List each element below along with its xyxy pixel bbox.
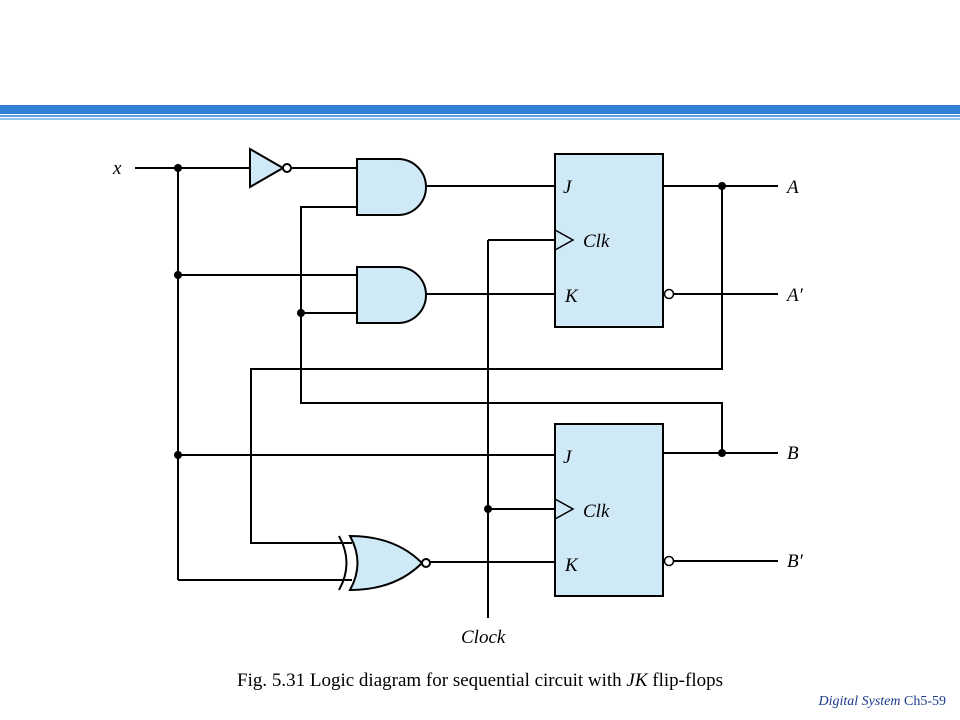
junction-b-and2 <box>297 309 305 317</box>
wire-b-feedback <box>300 206 723 453</box>
label-b: B <box>787 443 799 464</box>
label-x: x <box>112 158 122 179</box>
footer-course: Digital System <box>818 694 901 709</box>
label-ff-a-clk: Clk <box>583 231 610 252</box>
header-bar <box>0 105 960 114</box>
label-clock: Clock <box>461 627 506 648</box>
label-ff-a-k: K <box>564 286 579 307</box>
caption-suffix: flip-flops <box>647 670 723 691</box>
label-ff-a-j: J <box>563 177 573 198</box>
junction-x-2 <box>174 271 182 279</box>
jk-flipflop-b <box>554 423 675 597</box>
label-a: A <box>785 177 799 198</box>
label-ff-b-clk: Clk <box>583 501 610 522</box>
junction-clock <box>484 505 492 513</box>
inverter-gate <box>249 147 292 189</box>
label-ff-b-k: K <box>564 555 579 576</box>
slide-footer: Digital System Ch5-59 <box>818 694 946 710</box>
and-gate-1 <box>356 158 427 216</box>
wire-a-feedback <box>250 186 723 544</box>
caption-prefix: Fig. 5.31 Logic diagram for sequential c… <box>237 670 627 691</box>
xnor-gate <box>338 534 431 592</box>
junction-x-3 <box>174 451 182 459</box>
junction-b <box>718 449 726 457</box>
junction-x-1 <box>174 164 182 172</box>
header-rule <box>0 105 960 120</box>
and-gate-2 <box>356 266 427 324</box>
label-ff-b-j: J <box>563 447 573 468</box>
figure-caption: Fig. 5.31 Logic diagram for sequential c… <box>0 670 960 692</box>
caption-emph: JK <box>626 670 648 691</box>
label-b-prime: B′ <box>787 551 804 572</box>
junction-a <box>718 182 726 190</box>
label-a-prime: A′ <box>785 285 804 306</box>
footer-page: Ch5-59 <box>904 694 946 709</box>
jk-flipflop-a <box>554 153 675 328</box>
